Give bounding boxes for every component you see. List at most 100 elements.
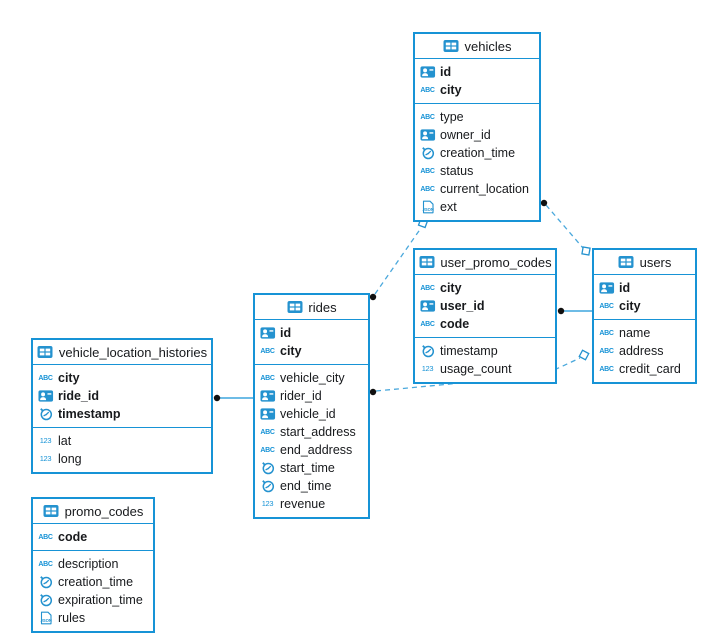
column-name: code bbox=[440, 316, 470, 331]
endpoint-dot bbox=[369, 293, 377, 301]
json-icon bbox=[419, 200, 436, 214]
text-type-icon: ABC bbox=[38, 533, 53, 541]
column-row[interactable]: ABC city bbox=[255, 342, 368, 360]
column-name: creation_time bbox=[440, 145, 516, 160]
column-row[interactable]: ABC vehicle_city bbox=[255, 369, 368, 387]
column-row[interactable]: ext bbox=[415, 198, 539, 216]
column-name: id bbox=[440, 64, 452, 79]
id-card-icon bbox=[37, 389, 54, 403]
table-rides[interactable]: rides id ABC city ABC vehicle_city rider… bbox=[253, 293, 370, 519]
text-type-icon: ABC bbox=[420, 284, 435, 292]
column-row[interactable]: id bbox=[415, 63, 539, 81]
column-name: end_time bbox=[280, 478, 332, 493]
text-type-icon: ABC bbox=[599, 365, 614, 373]
table-icon bbox=[286, 300, 303, 314]
column-name: lat bbox=[58, 433, 72, 448]
column-row[interactable]: ABC start_address bbox=[255, 423, 368, 441]
column-name: type bbox=[440, 109, 464, 124]
column-row[interactable]: 123 long bbox=[33, 450, 211, 468]
endpoint-dot bbox=[557, 307, 565, 315]
column-row[interactable]: ABC code bbox=[415, 315, 555, 333]
column-row[interactable]: vehicle_id bbox=[255, 405, 368, 423]
text-type-icon: ABC bbox=[260, 374, 275, 382]
column-row[interactable]: timestamp bbox=[415, 342, 555, 360]
table-header[interactable]: rides bbox=[255, 295, 368, 320]
column-name: end_address bbox=[280, 442, 353, 457]
column-row[interactable]: ABC description bbox=[33, 555, 153, 573]
clock-icon bbox=[37, 593, 54, 607]
column-row[interactable]: start_time bbox=[255, 459, 368, 477]
id-card-icon bbox=[419, 128, 436, 142]
column-row[interactable]: rider_id bbox=[255, 387, 368, 405]
column-name: rules bbox=[58, 610, 86, 625]
column-name: current_location bbox=[440, 181, 529, 196]
column-name: description bbox=[58, 556, 119, 571]
column-row[interactable]: ABC city bbox=[415, 279, 555, 297]
text-type-icon: ABC bbox=[260, 446, 275, 454]
column-name: creation_time bbox=[58, 574, 134, 589]
clock-icon bbox=[259, 479, 276, 493]
column-row[interactable]: ABC code bbox=[33, 528, 153, 546]
column-row[interactable]: 123 lat bbox=[33, 432, 211, 450]
column-name: city bbox=[619, 298, 641, 313]
clock-icon bbox=[419, 344, 436, 358]
column-row[interactable]: id bbox=[594, 279, 695, 297]
table-promo_codes[interactable]: promo_codes ABC code ABC description cre… bbox=[31, 497, 155, 633]
relationship-vehicles-users[interactable] bbox=[540, 199, 591, 256]
table-header[interactable]: users bbox=[594, 250, 695, 275]
table-title: vehicle_location_histories bbox=[58, 344, 208, 360]
column-name: address bbox=[619, 343, 664, 358]
table-title: rides bbox=[308, 299, 337, 315]
text-type-icon: ABC bbox=[420, 167, 435, 175]
column-row[interactable]: rules bbox=[33, 609, 153, 627]
column-row[interactable]: ABC status bbox=[415, 162, 539, 180]
table-icon bbox=[37, 345, 54, 359]
table-icon bbox=[443, 39, 460, 53]
column-row[interactable]: ride_id bbox=[33, 387, 211, 405]
table-user_promo_codes[interactable]: user_promo_codes ABC city user_id ABC co… bbox=[413, 248, 557, 384]
relationship-user_promo_codes-users[interactable] bbox=[557, 307, 592, 315]
column-row[interactable]: ABC current_location bbox=[415, 180, 539, 198]
table-header[interactable]: promo_codes bbox=[33, 499, 153, 524]
column-row[interactable]: ABC end_address bbox=[255, 441, 368, 459]
relationship-vehicle_location_histories-rides[interactable] bbox=[213, 394, 253, 402]
column-row[interactable]: expiration_time bbox=[33, 591, 153, 609]
column-row[interactable]: 123 revenue bbox=[255, 495, 368, 513]
table-header[interactable]: vehicles bbox=[415, 34, 539, 59]
column-row[interactable]: ABC city bbox=[33, 369, 211, 387]
column-row[interactable]: id bbox=[255, 324, 368, 342]
column-name: timestamp bbox=[440, 343, 498, 358]
table-header[interactable]: user_promo_codes bbox=[415, 250, 555, 275]
table-header[interactable]: vehicle_location_histories bbox=[33, 340, 211, 365]
table-title: vehicles bbox=[464, 38, 512, 54]
column-name: owner_id bbox=[440, 127, 491, 142]
column-row[interactable]: creation_time bbox=[33, 573, 153, 591]
table-vehicles[interactable]: vehicles id ABC city ABC type owner_id bbox=[413, 32, 541, 222]
table-title: promo_codes bbox=[64, 503, 144, 519]
column-row[interactable]: 123 usage_count bbox=[415, 360, 555, 378]
text-type-icon: ABC bbox=[420, 113, 435, 121]
column-row[interactable]: ABC credit_card bbox=[594, 360, 695, 378]
column-row[interactable]: ABC city bbox=[415, 81, 539, 99]
column-name: revenue bbox=[280, 496, 326, 511]
text-type-icon: ABC bbox=[38, 374, 53, 382]
clock-icon bbox=[259, 461, 276, 475]
column-row[interactable]: ABC type bbox=[415, 108, 539, 126]
column-row[interactable]: end_time bbox=[255, 477, 368, 495]
column-row[interactable]: timestamp bbox=[33, 405, 211, 423]
table-icon bbox=[418, 255, 435, 269]
clock-icon bbox=[419, 146, 436, 160]
column-name: start_address bbox=[280, 424, 356, 439]
text-type-icon: ABC bbox=[420, 86, 435, 94]
table-users[interactable]: users id ABC city ABC name ABC address A… bbox=[592, 248, 697, 384]
column-row[interactable]: ABC address bbox=[594, 342, 695, 360]
clock-icon bbox=[37, 575, 54, 589]
column-row[interactable]: user_id bbox=[415, 297, 555, 315]
column-name: id bbox=[619, 280, 631, 295]
column-row[interactable]: creation_time bbox=[415, 144, 539, 162]
column-row[interactable]: owner_id bbox=[415, 126, 539, 144]
column-row[interactable]: ABC name bbox=[594, 324, 695, 342]
table-vehicle_location_histories[interactable]: vehicle_location_histories ABC city ride… bbox=[31, 338, 213, 474]
column-row[interactable]: ABC city bbox=[594, 297, 695, 315]
column-name: city bbox=[58, 370, 80, 385]
